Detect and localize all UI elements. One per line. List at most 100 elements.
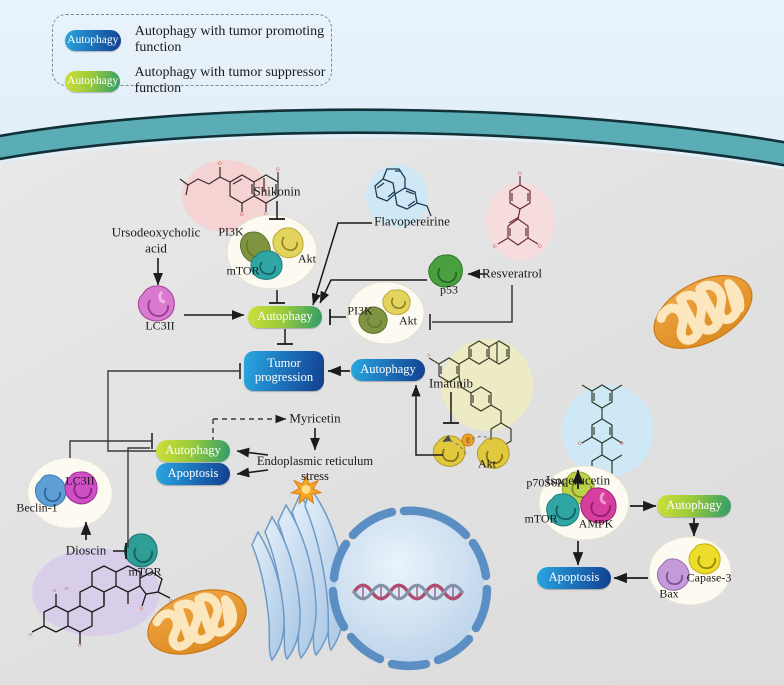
legend-label-tumor-suppressor: Autophagy with tumor suppressor function: [134, 65, 326, 96]
svg-text:O: O: [493, 245, 497, 250]
label-lc3ii-upper: LC3II: [145, 318, 175, 333]
svg-text:O: O: [218, 162, 222, 167]
akt-protein-blob-right: [476, 437, 510, 469]
edge-autophagy-bl-inhibits-tumor: [107, 363, 241, 452]
ampk-protein-blob: [580, 487, 617, 524]
caspase3-protein-blob: [688, 543, 721, 575]
nucleus: [328, 506, 492, 671]
protein-complex-beclin1-lc3ii: [27, 457, 113, 529]
edge-erstress-to-apoptosis: [236, 467, 269, 478]
label-er-stress-line2: stress: [301, 469, 329, 483]
lc3ii-protein-blob-upper: [137, 285, 175, 322]
edge-autophagy-inhibits-tumor: [277, 329, 293, 345]
svg-text:O: O: [65, 586, 69, 591]
svg-text:O: O: [276, 168, 280, 173]
plasma-membrane: [0, 108, 784, 167]
resveratrol-structure: O O O: [486, 172, 554, 260]
akt-protein-blob: [382, 289, 411, 316]
svg-text:O: O: [53, 588, 57, 593]
legend-pill-tumor-promoting: Autophagy: [65, 29, 121, 51]
svg-text:O: O: [140, 606, 144, 611]
edge-dioscin-inhibits-mtor: [113, 543, 127, 559]
label-imatinib: Imatinib: [428, 375, 474, 391]
node-autophagy-central: Autophagy: [248, 306, 322, 328]
protein-complex-pi3k-akt-mid: [347, 281, 425, 345]
label-akt-mid: Akt: [399, 313, 417, 328]
svg-text:O: O: [169, 598, 173, 603]
label-akt-top: Akt: [298, 251, 316, 266]
p53-protein-blob: [428, 254, 463, 288]
label-pi3k-top: PI3K: [218, 224, 244, 239]
label-flavopereirine: Flavopereirine: [374, 213, 450, 229]
svg-text:O: O: [578, 442, 582, 447]
legend-label-tumor-promoting: Autophagy with tumor promoting function: [134, 24, 325, 55]
label-ampk: AMPK: [578, 516, 614, 531]
node-tumor-progression: Tumor progression: [244, 351, 324, 391]
akt-protein-blob: [272, 227, 304, 259]
label-lc3ii-lower: LC3II: [65, 473, 95, 488]
svg-text:O: O: [620, 442, 624, 447]
svg-text:P: P: [466, 437, 470, 445]
node-apoptosis-right: Apoptosis: [537, 567, 611, 589]
tumor-progression-line1: Tumor: [267, 356, 301, 371]
pi3k-protein-blob: [358, 306, 388, 334]
label-ursodeoxycholic-acid-line1: Ursodeoxycholic: [111, 224, 201, 240]
svg-text:O: O: [518, 172, 522, 177]
label-akt-imatinib: Akt: [478, 456, 496, 471]
svg-text:O: O: [538, 245, 542, 250]
legend-row-suppressor: Autophagy Autophagy with tumor suppresso…: [65, 65, 331, 97]
label-shikonin: Shikonin: [253, 183, 301, 199]
lc3ii-protein-blob-lower: [64, 471, 98, 505]
edge-resveratrol-inhibits-pi3k-akt: [429, 285, 513, 330]
cytoplasm: [0, 137, 784, 685]
edge-pi3kakt-inhibits-autophagy: [329, 309, 346, 325]
node-autophagy-bottom-left: Autophagy: [156, 440, 230, 462]
edge-p53-to-autophagy: [319, 279, 427, 304]
flavopereirine-structure: [366, 165, 432, 227]
dioscin-structure: O O O O O O: [29, 548, 173, 648]
protein-complex-bax-caspase3: [648, 536, 732, 606]
label-myricetin: Myricetin: [289, 410, 341, 426]
legend-row-promoting: Autophagy Autophagy with tumor promoting…: [65, 24, 331, 56]
legend-box: Autophagy Autophagy with tumor promoting…: [52, 14, 332, 96]
mtor-protein-blob: [250, 250, 283, 280]
edge-erstress-to-autophagy: [236, 447, 269, 458]
node-autophagy-right: Autophagy: [657, 495, 731, 517]
mtor-protein-blob-complex: [546, 493, 580, 527]
label-dioscin: Dioscin: [65, 542, 107, 558]
label-mtor-bottom-left: mTOR: [128, 564, 162, 579]
node-autophagy-promoting: Autophagy: [351, 359, 425, 381]
pathway-connectors: [69, 201, 700, 584]
label-pi3k-mid: PI3K: [347, 303, 373, 318]
label-mtor-right: mTOR: [524, 511, 558, 526]
svg-text:N: N: [427, 354, 431, 359]
mitochondrion-bottom-left: [147, 589, 247, 655]
label-beclin1: Beclin-1: [16, 500, 58, 515]
er-stress-burst-icon: [289, 474, 323, 505]
node-apoptosis-bottom-left: Apoptosis: [156, 463, 230, 485]
svg-text:O: O: [29, 632, 33, 637]
dna-helix: [352, 583, 464, 601]
edge-flavopereirine-to-autophagy: [311, 222, 372, 306]
label-ursodeoxycholic-acid-line2: acid: [145, 240, 167, 256]
edge-akt-to-autophagy-blue: [411, 384, 443, 456]
tumor-progression-line2: progression: [254, 370, 314, 384]
svg-text:O: O: [78, 643, 82, 648]
edge-beclin-lc3ii-to-autophagy: [69, 433, 153, 458]
edge-complex-inhibits-autophagy: [269, 290, 285, 304]
mitochondrion-right: [653, 275, 753, 349]
svg-text:O: O: [457, 386, 461, 391]
label-p70s6k: p70S6K: [526, 475, 566, 490]
edge-imatinib-inhibits-akt: [443, 392, 459, 424]
svg-text:O: O: [240, 213, 244, 218]
label-p53: p53: [440, 282, 458, 297]
edge-mtor-inhibits-autophagy-bl: [127, 447, 150, 548]
protein-complex-pi3k-akt-mtor-top: [226, 214, 318, 290]
label-caspase3: Capase-3: [686, 570, 732, 585]
akt-protein-phospho-pair: P: [432, 433, 510, 469]
legend-pill-tumor-suppressor: Autophagy: [65, 70, 121, 92]
protein-complex-p70s6k-mtor-ampk: [538, 465, 630, 541]
label-bax: Bax: [659, 586, 679, 601]
edge-myricetin-dashed: [212, 414, 287, 440]
